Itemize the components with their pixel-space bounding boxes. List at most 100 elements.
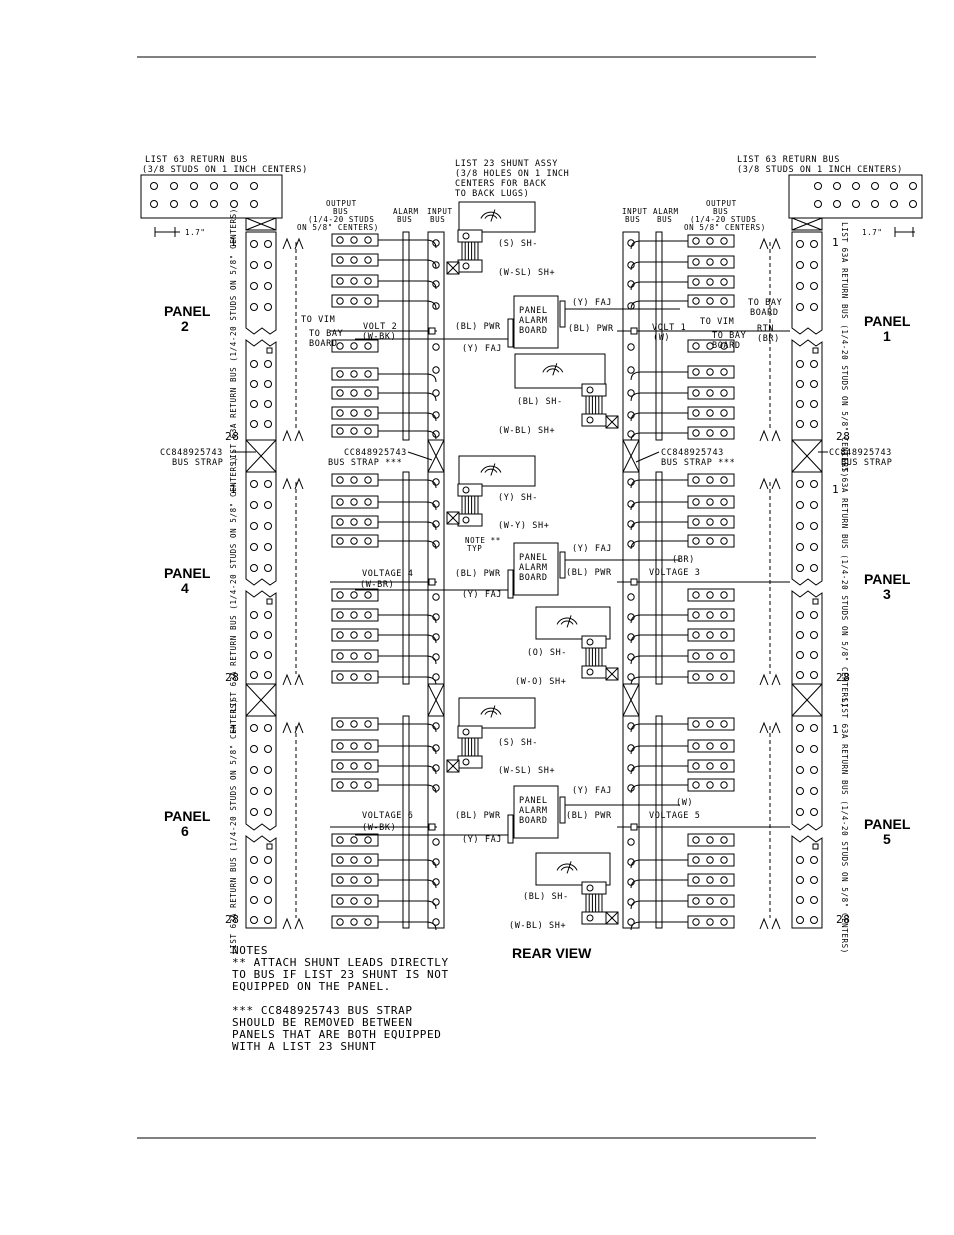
stud-hole: [336, 342, 344, 350]
stud-hole: [810, 808, 818, 816]
stud-hole: [250, 787, 258, 795]
lead-wire: [630, 540, 688, 550]
panel-alarm-board: [513, 295, 559, 349]
stud-hole: [706, 631, 714, 639]
alarm-bus-label-right: ALARM BUS: [653, 207, 678, 224]
alarm-bus-bar: [402, 471, 410, 685]
stud-hole: [364, 631, 372, 639]
stud-hole: [264, 916, 272, 924]
stud-hole: [796, 808, 804, 816]
break-mark: [282, 673, 292, 686]
stud-first-right: 1: [832, 236, 839, 249]
stud-hole: [796, 400, 804, 408]
stud-hole: [210, 182, 218, 190]
stud-hole: [720, 897, 728, 905]
stud-hole: [720, 237, 728, 245]
output-bus-label-right: OUTPUT BUS (1/4-20 STUDS ON 5/8" CENTERS…: [684, 199, 765, 232]
svg-text:(Y) FAJ: (Y) FAJ: [462, 590, 502, 600]
lead-wire: [378, 745, 437, 755]
stud-hole: [720, 611, 728, 619]
lead-wire: [630, 765, 688, 775]
svg-text:(BL) SH-: (BL) SH-: [517, 397, 563, 407]
stud-hole: [871, 200, 879, 208]
stud-first-left: 1: [230, 236, 237, 249]
stud-hole: [364, 897, 372, 905]
meter-needle: [490, 463, 496, 476]
stud-hole: [692, 631, 700, 639]
bus-strap-cross: [791, 217, 823, 231]
shunt-body: [585, 395, 603, 415]
stud-hole: [364, 673, 372, 681]
stud-hole: [810, 480, 818, 488]
stud-hole: [250, 240, 258, 248]
lead-wire: [378, 676, 437, 686]
svg-text:PANEL: PANEL: [864, 571, 911, 587]
shunt-terminal-cross: [605, 415, 619, 429]
bus-strap-cross: [245, 439, 277, 473]
alarm-board-label: BOARD: [519, 326, 548, 336]
lead-wire: [630, 300, 688, 310]
stud-hole: [706, 611, 714, 619]
stud-hole: [336, 781, 344, 789]
lead-wire: [378, 300, 437, 310]
stud-hole: [264, 856, 272, 864]
stud-hole: [432, 918, 440, 926]
svg-text:5: 5: [883, 831, 891, 847]
stud-hole: [264, 876, 272, 884]
lead-wire: [630, 921, 688, 931]
panel-4-label: PANEL 4: [164, 565, 211, 596]
stud-hole: [462, 262, 470, 270]
stud-hole: [720, 429, 728, 437]
lead-wire: [378, 879, 437, 889]
stud-hole: [627, 343, 635, 351]
meter-arc: [556, 617, 578, 625]
panel-3-label: PANEL 3: [864, 571, 911, 602]
panel-2-label: PANEL 2: [164, 303, 211, 334]
stud-hole: [432, 366, 440, 374]
stud-hole: [909, 200, 917, 208]
stud-hole: [432, 593, 440, 601]
shunt-block: [581, 911, 607, 925]
stud-hole: [190, 182, 198, 190]
svg-text:(W-BL) SH+: (W-BL) SH+: [509, 921, 566, 931]
stud-hole: [706, 476, 714, 484]
stud-hole: [810, 916, 818, 924]
stud-hole: [692, 781, 700, 789]
stud-hole: [264, 651, 272, 659]
stud-hole: [170, 182, 178, 190]
lead-wire: [378, 373, 437, 383]
meter-arc: [560, 866, 574, 871]
stud-hole: [336, 389, 344, 397]
stud-hole: [720, 342, 728, 350]
stud-hole: [720, 652, 728, 660]
stud-hole: [336, 537, 344, 545]
break-mark: [771, 721, 781, 734]
bus-marker: [266, 598, 273, 605]
meter-needle: [490, 209, 496, 222]
stud-hole: [336, 720, 344, 728]
bus-strap-center-left-label: CC848925743 BUS STRAP ***: [328, 448, 433, 468]
alarm-board-label: BOARD: [519, 573, 548, 583]
svg-text:(W-BR): (W-BR): [360, 580, 394, 590]
shunt-body: [585, 647, 603, 667]
stud-hole: [364, 742, 372, 750]
stud-hole: [350, 256, 358, 264]
stud-hole: [364, 236, 372, 244]
stud-hole: [814, 200, 822, 208]
meter-needle: [566, 861, 572, 874]
connector: [507, 318, 514, 348]
stud-hole: [720, 368, 728, 376]
svg-text:(W-SL) SH+: (W-SL) SH+: [498, 766, 555, 776]
stud-hole: [250, 543, 258, 551]
return-bus-vertical-label: LIST 63A RETURN BUS (1/4-20 STUDS ON 5/8…: [840, 222, 849, 478]
svg-text:LIST 23 SHUNT ASSY: LIST 23 SHUNT ASSY: [455, 159, 558, 169]
svg-text:BUS: BUS: [430, 215, 445, 224]
stud-hole: [692, 856, 700, 864]
stud-hole: [796, 671, 804, 679]
stud-hole: [706, 781, 714, 789]
stud-hole: [706, 237, 714, 245]
stud-hole: [796, 522, 804, 530]
return-bus-vertical-label: LIST 63A RETURN BUS (1/4-20 STUDS ON 5/8…: [229, 698, 238, 954]
meter-arc: [484, 710, 498, 715]
svg-text:BOARD: BOARD: [750, 308, 779, 318]
